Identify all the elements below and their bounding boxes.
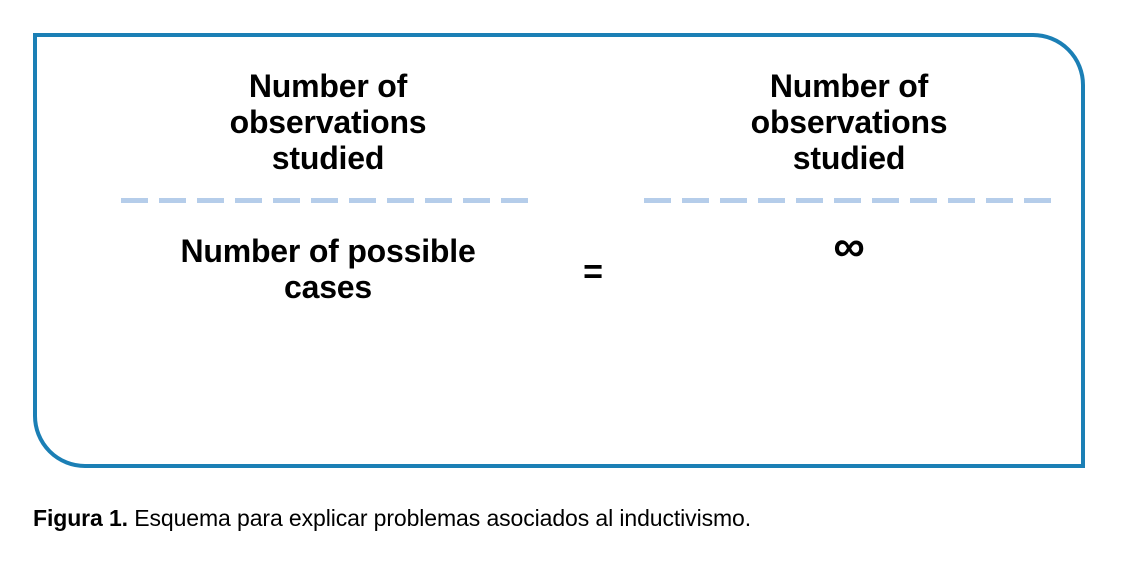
fraction-right-numerator-text: Number of observations studied <box>750 68 948 176</box>
equals-sign: = <box>583 253 603 291</box>
fraction-left-denominator: Number of possible cases <box>180 233 476 305</box>
fraction-right-numerator: Number of observations studied <box>625 68 1073 181</box>
fraction-left-rule <box>121 198 535 203</box>
figure-caption-text: Esquema para explicar problemas asociado… <box>127 505 752 531</box>
fraction-left: Number of observations studied Number of… <box>83 68 573 305</box>
infinity-symbol: ∞ <box>833 222 865 271</box>
fraction-left-numerator-text: Number of observations studied <box>229 68 427 176</box>
fraction-right: Number of observations studied ∞ <box>625 68 1073 303</box>
figure-caption-label: Figura 1. <box>33 505 128 531</box>
diagram-box: Number of observations studied Number of… <box>33 33 1085 468</box>
figure-caption: Figura 1. Esquema para explicar problema… <box>33 503 1093 533</box>
fraction-right-rule <box>643 198 1055 203</box>
fraction-left-numerator: Number of observations studied <box>83 68 573 181</box>
